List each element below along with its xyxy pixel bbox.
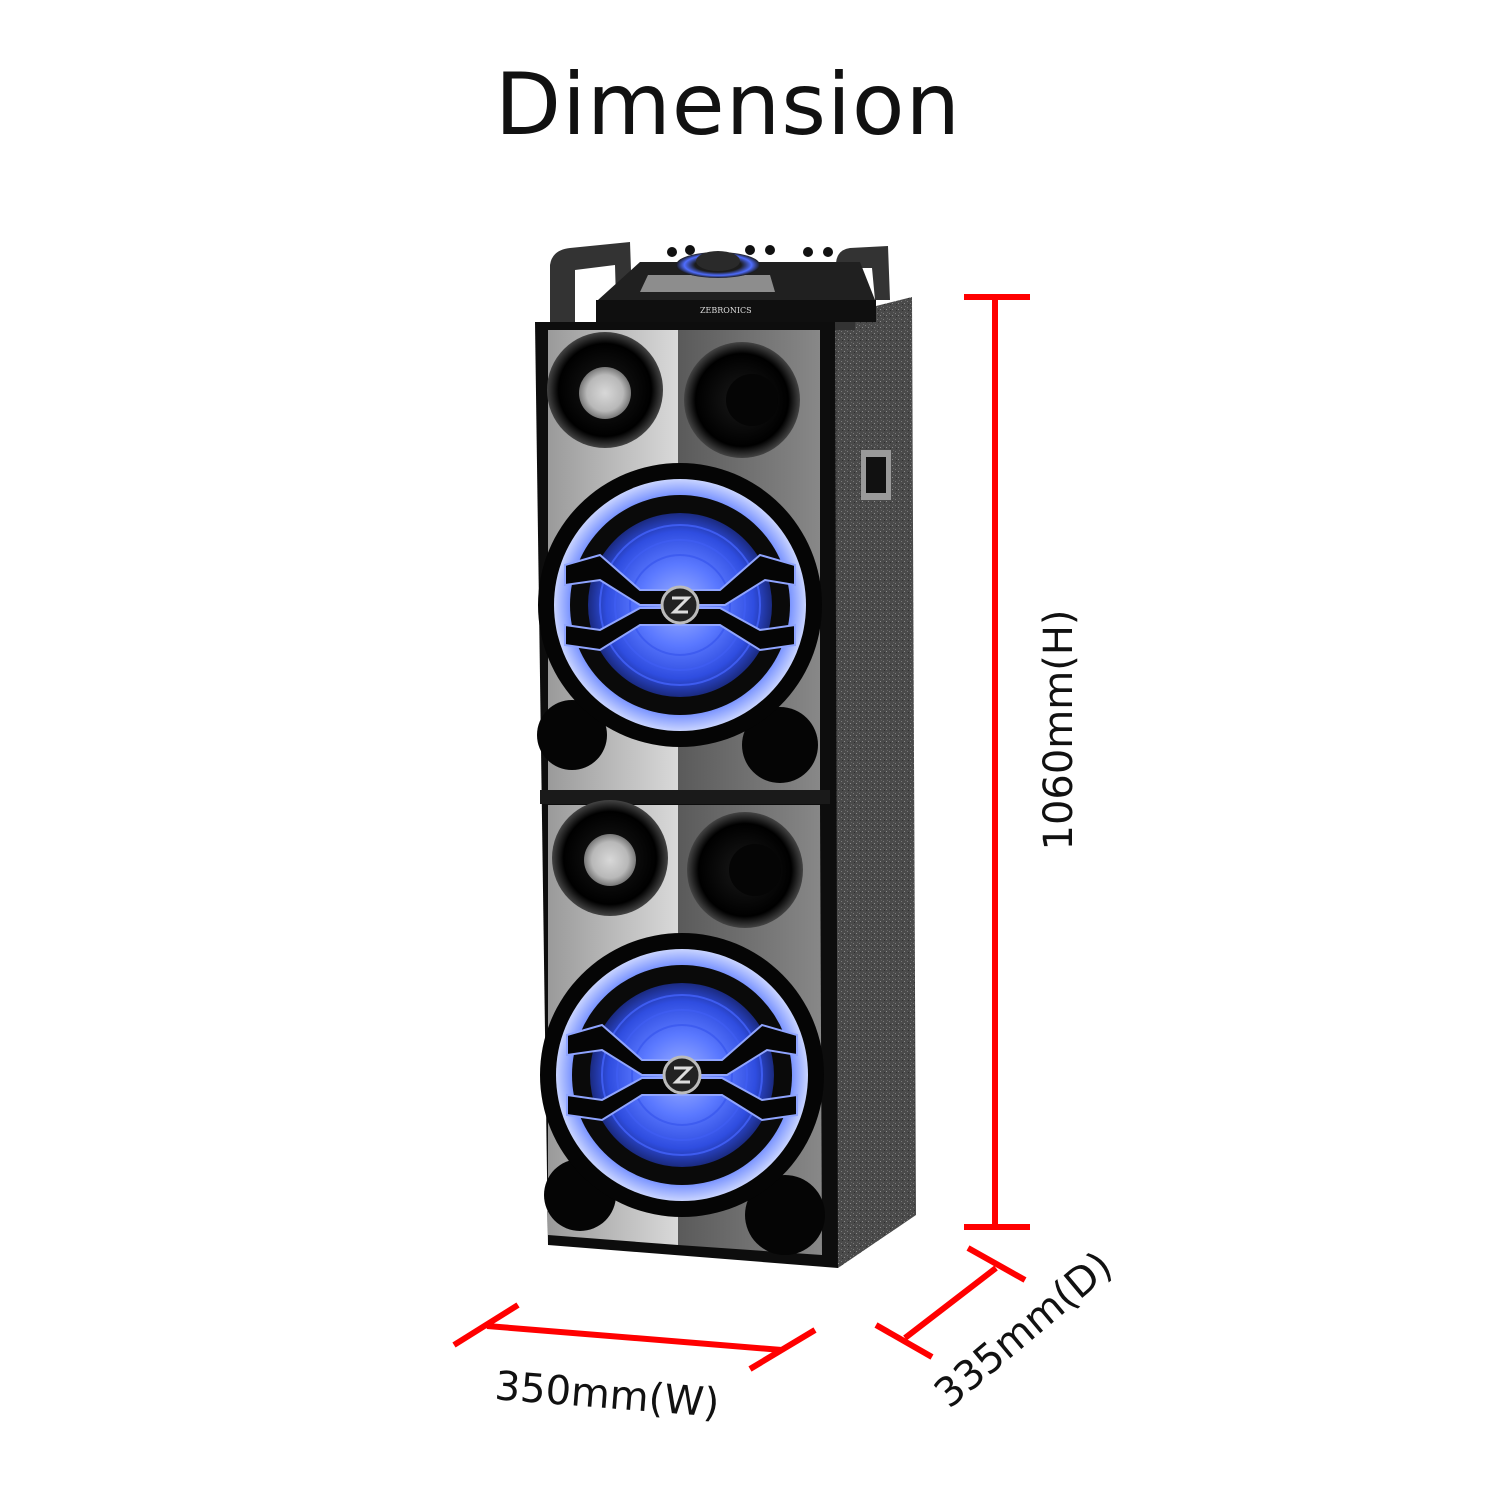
depth-dimension-line <box>874 1245 1027 1360</box>
brand-logo: ZEBRONICS <box>700 306 752 315</box>
side-handle-recess <box>861 450 891 500</box>
tweeter-right <box>684 342 800 458</box>
speaker-module-lower <box>540 800 825 1255</box>
width-label: 350mm(W) <box>493 1363 721 1427</box>
port-left <box>537 700 607 770</box>
page-title: Dimension <box>494 55 962 155</box>
woofer-upper <box>538 463 822 747</box>
control-panel: ZEBRONICS <box>596 245 876 322</box>
port-right-lower <box>745 1175 825 1255</box>
depth-label: 335mm(D) <box>926 1243 1121 1417</box>
speaker-side-panel <box>820 297 916 1268</box>
height-dimension-line <box>964 294 1030 1230</box>
tweeter-left <box>547 332 663 448</box>
width-dimension-line <box>452 1302 817 1372</box>
tweeter-left-lower <box>552 800 668 916</box>
woofer-lower <box>540 933 824 1217</box>
speaker-module-upper <box>537 330 822 800</box>
tweeter-right-lower <box>687 812 803 928</box>
module-divider <box>540 790 830 804</box>
port-right <box>742 707 818 783</box>
height-label: 1060mm(H) <box>1036 609 1082 850</box>
